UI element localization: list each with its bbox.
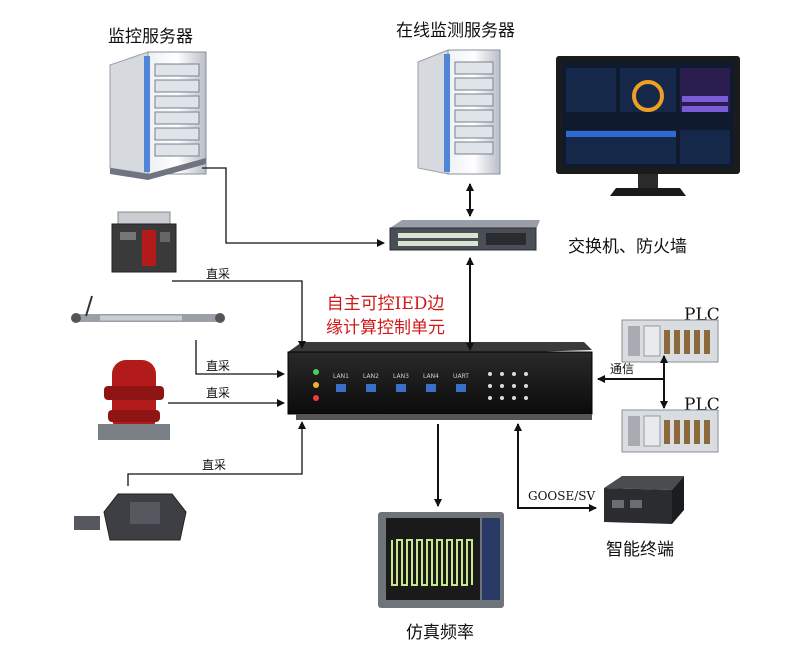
edge-unit-label-line1: 自主可控IED边 <box>326 294 445 314</box>
monitor-server-label: 监控服务器 <box>108 27 193 47</box>
smart-terminal-label: 智能终端 <box>606 540 674 560</box>
goose-line <box>514 423 597 512</box>
port-label-lan2: LAN2 <box>363 373 379 380</box>
port-label-lan1: LAN1 <box>333 373 349 380</box>
plc-top-icon <box>621 319 719 363</box>
plc-bottom-icon <box>621 409 719 453</box>
module-to-controller-line <box>127 421 306 486</box>
monitor-server-icon <box>109 51 207 180</box>
direct-label-2: 直采 <box>206 359 231 373</box>
sim-freq-label: 仿真频率 <box>406 623 474 643</box>
breaker-icon <box>111 211 177 273</box>
port-label-lan4: LAN4 <box>423 373 439 380</box>
edge-controller-icon: LAN1 LAN2 LAN3 LAN4 UART <box>287 342 593 420</box>
switch-firewall-label: 交换机、防火墙 <box>568 237 687 257</box>
oscilloscope-icon <box>378 512 504 608</box>
switch-icon <box>389 220 540 251</box>
direct-label-4: 直采 <box>202 458 227 472</box>
displacement-sensor-icon <box>71 295 225 323</box>
direct-label-1: 直采 <box>206 267 231 281</box>
edge-unit-label: 自主可控IED边 缘计算控制单元 <box>326 292 445 340</box>
port-label-lan3: LAN3 <box>393 373 409 380</box>
direct-label-3: 直采 <box>206 386 231 400</box>
connectors <box>127 167 668 512</box>
sensor-module-icon <box>74 493 187 541</box>
online-server-label: 在线监测服务器 <box>396 21 515 41</box>
monitor-to-switch-line <box>202 167 385 247</box>
sensor-to-controller-line <box>195 340 285 378</box>
edge-unit-label-line2: 缘计算控制单元 <box>326 318 445 338</box>
current-transformer-icon <box>98 360 170 440</box>
smart-terminal-icon <box>604 476 684 524</box>
monitor-dashboard-icon <box>556 56 740 196</box>
breaker-to-controller-line <box>172 280 306 349</box>
port-label-uart: UART <box>453 373 469 380</box>
online-server-icon <box>417 49 501 175</box>
